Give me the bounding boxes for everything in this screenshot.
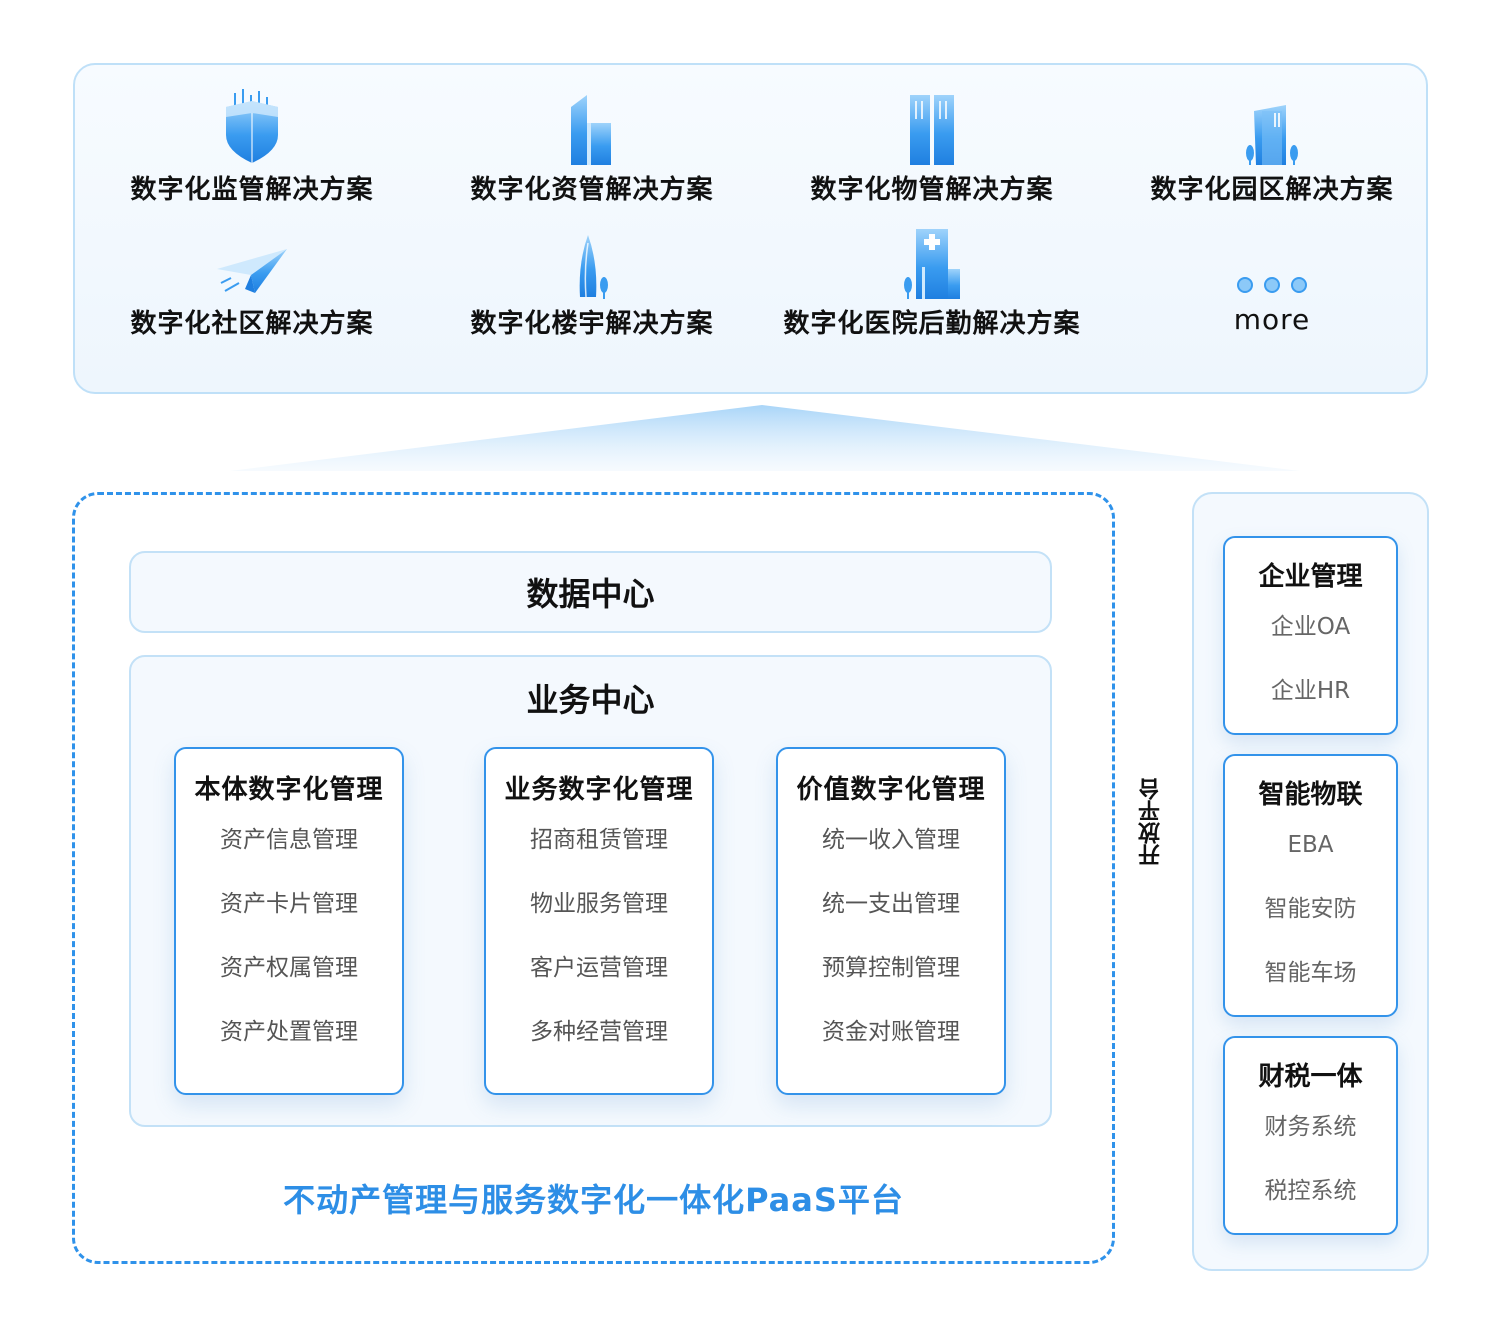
more-dots-icon [1102,221,1442,299]
module-title: 本体数字化管理 [194,775,384,805]
solution-label: 数字化园区解决方案 [1150,175,1394,205]
solution-label: 数字化楼宇解决方案 [470,309,714,339]
group-card-enterprise[interactable]: 企业管理 企业OA 企业HR [1223,536,1398,735]
module-item[interactable]: 统一支出管理 [822,891,960,917]
group-item[interactable]: 企业HR [1270,678,1351,704]
module-item[interactable]: 物业服务管理 [530,891,668,917]
module-title: 价值数字化管理 [796,775,986,805]
park-building-icon [1102,87,1442,165]
group-title: 智能物联 [1258,780,1363,810]
group-item[interactable]: 税控系统 [1264,1178,1357,1204]
module-card-value[interactable]: 价值数字化管理 统一收入管理 统一支出管理 预算控制管理 资金对账管理 [776,747,1006,1095]
solution-hospital[interactable]: 数字化医院后勤解决方案 [762,221,1102,340]
module-item[interactable]: 资产卡片管理 [220,891,358,917]
solution-label: 数字化资管解决方案 [470,175,714,205]
solution-label: 数字化监管解决方案 [130,175,374,205]
module-item[interactable]: 预算控制管理 [822,955,960,981]
business-center: 业务中心 本体数字化管理 资产信息管理 资产卡片管理 资产权属管理 资产处置管理… [129,655,1052,1127]
buildings-icon [422,87,762,165]
paas-title: 不动产管理与服务数字化一体化PaaS平台 [283,1181,904,1219]
open-platform-label: 开放平台 [1139,778,1164,866]
hospital-icon [762,221,1102,299]
skyscraper-icon [422,221,762,299]
data-center[interactable]: 数据中心 [129,551,1052,633]
module-item[interactable]: 多种经营管理 [530,1019,668,1045]
open-platform-panel: 企业管理 企业OA 企业HR 智能物联 EBA 智能安防 智能车场 财税一体 财… [1192,492,1429,1271]
module-card-business[interactable]: 业务数字化管理 招商租赁管理 物业服务管理 客户运营管理 多种经营管理 [484,747,714,1095]
solution-label: more [1233,303,1311,336]
group-item[interactable]: 财务系统 [1264,1114,1357,1140]
group-item[interactable]: 智能车场 [1264,960,1357,986]
group-title: 企业管理 [1258,562,1363,592]
solution-supervision[interactable]: 数字化监管解决方案 [82,87,422,206]
solution-building[interactable]: 数字化楼宇解决方案 [422,221,762,340]
module-item[interactable]: 资产信息管理 [220,827,358,853]
solution-park[interactable]: 数字化园区解决方案 [1102,87,1442,206]
solutions-panel: 数字化监管解决方案 数字化资管解决方案 数字化物管解决方案 [73,63,1428,394]
module-item[interactable]: 资金对账管理 [822,1019,960,1045]
module-item[interactable]: 统一收入管理 [822,827,960,853]
group-item[interactable]: EBA [1287,832,1334,858]
module-item[interactable]: 资产处置管理 [220,1019,358,1045]
module-item[interactable]: 资产权属管理 [220,955,358,981]
connector-beam [230,405,1300,471]
solution-more[interactable]: more [1102,221,1442,336]
group-title: 财税一体 [1258,1062,1363,1092]
module-item[interactable]: 客户运营管理 [530,955,668,981]
business-center-title: 业务中心 [526,681,655,719]
paper-plane-icon [82,221,422,299]
shield-icon [82,87,422,165]
group-card-finance-tax[interactable]: 财税一体 财务系统 税控系统 [1223,1036,1398,1235]
group-item[interactable]: 智能安防 [1264,896,1357,922]
group-item[interactable]: 企业OA [1270,614,1351,640]
solution-label: 数字化物管解决方案 [810,175,1054,205]
solution-label: 数字化社区解决方案 [130,309,374,339]
twin-towers-icon [762,87,1102,165]
group-card-iot[interactable]: 智能物联 EBA 智能安防 智能车场 [1223,754,1398,1017]
module-title: 业务数字化管理 [504,775,694,805]
module-card-ontology[interactable]: 本体数字化管理 资产信息管理 资产卡片管理 资产权属管理 资产处置管理 [174,747,404,1095]
solution-property[interactable]: 数字化物管解决方案 [762,87,1102,206]
solution-asset[interactable]: 数字化资管解决方案 [422,87,762,206]
module-item[interactable]: 招商租赁管理 [530,827,668,853]
solution-community[interactable]: 数字化社区解决方案 [82,221,422,340]
data-center-label: 数据中心 [526,575,655,613]
paas-platform-frame: 数据中心 业务中心 本体数字化管理 资产信息管理 资产卡片管理 资产权属管理 资… [72,492,1115,1264]
solution-label: 数字化医院后勤解决方案 [783,309,1081,339]
